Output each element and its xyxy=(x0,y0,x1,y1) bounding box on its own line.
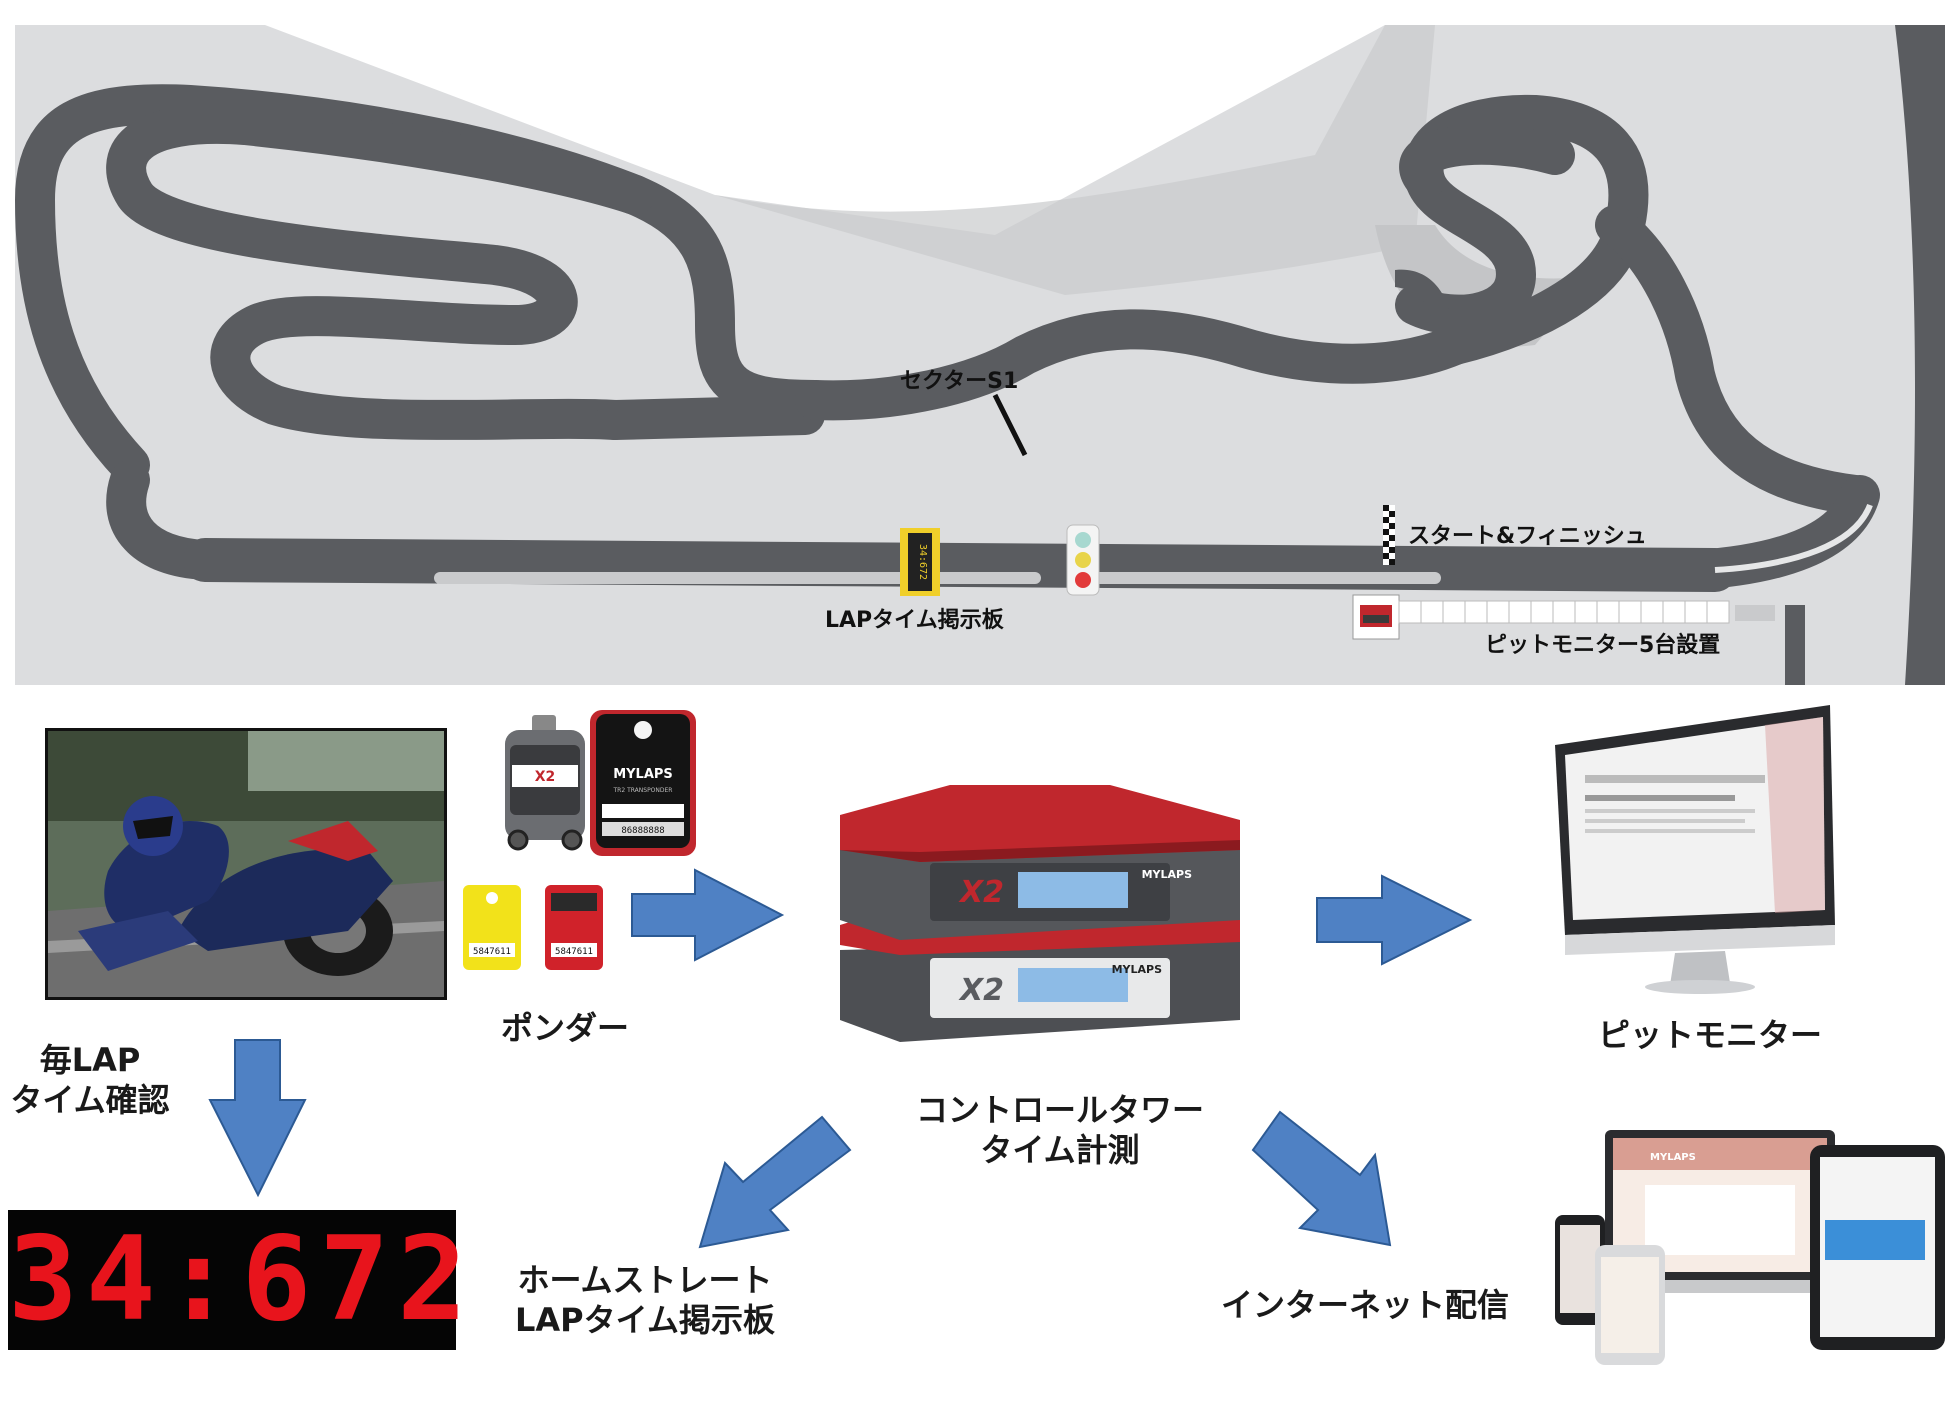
control-tower-line1: コントロールタワー xyxy=(915,1091,1204,1129)
control-tower-line2: タイム計測 xyxy=(980,1131,1140,1169)
sector-label: セクターS1 xyxy=(900,369,1019,394)
rider-image xyxy=(48,731,444,997)
arrow-down xyxy=(208,1039,307,1198)
control-tower-decoder: X2 MYLAPS X2 MYLAPS xyxy=(830,780,1250,1050)
pit-boxes xyxy=(1352,594,1775,640)
svg-text:X2: X2 xyxy=(958,973,1004,1008)
start-finish-label: スタート&フィニッシュ xyxy=(1408,524,1647,549)
svg-text:TR2 TRANSPONDER: TR2 TRANSPONDER xyxy=(613,787,673,794)
control-tower-label: コントロールタワー タイム計測 xyxy=(890,1090,1230,1170)
transponder-tr2: MYLAPS TR2 TRANSPONDER 86888888 xyxy=(588,708,698,858)
arrow-right-2 xyxy=(1316,874,1473,966)
traffic-light-icon xyxy=(1066,524,1100,596)
transponder-red: 5847611 xyxy=(545,885,603,970)
svg-text:MYLAPS: MYLAPS xyxy=(1112,963,1162,976)
track-map: 34:672 xyxy=(15,25,1945,685)
lap-time-digits: 34:672 xyxy=(8,1212,476,1347)
svg-text:5847611: 5847611 xyxy=(473,947,511,957)
svg-text:MYLAPS: MYLAPS xyxy=(1142,868,1192,881)
arrow-down-right xyxy=(1251,1110,1392,1247)
lap-board-map-icon: 34:672 xyxy=(900,528,940,596)
every-lap-line1: 毎LAP xyxy=(39,1041,141,1079)
sector-line xyxy=(992,393,1028,457)
svg-text:5847611: 5847611 xyxy=(555,947,593,957)
svg-text:34:672: 34:672 xyxy=(917,544,928,580)
internet-label: インターネット配信 xyxy=(1220,1286,1509,1324)
ponder-label: ポンダー xyxy=(500,1009,629,1047)
track-map-graphic: 34:672 xyxy=(15,25,1945,685)
arrow-down-left xyxy=(698,1115,852,1249)
every-lap-label: 毎LAP タイム確認 xyxy=(0,1040,180,1120)
pit-monitor-map-label: ピットモニター5台設置 xyxy=(1485,633,1721,658)
svg-text:MYLAPS: MYLAPS xyxy=(613,767,673,782)
svg-text:86888888: 86888888 xyxy=(621,826,664,836)
transponder-yellow: 5847611 xyxy=(463,885,521,970)
rider-photo xyxy=(45,728,447,1000)
pit-monitor-image xyxy=(1545,705,1845,995)
arrow-right-1 xyxy=(631,868,785,962)
home-straight-line2: LAPタイム掲示板 xyxy=(515,1301,775,1339)
pit-monitor-label: ピットモニター xyxy=(1597,1016,1822,1054)
checkered-line xyxy=(1383,505,1395,565)
home-straight-label: ホームストレート LAPタイム掲示板 xyxy=(480,1260,810,1340)
svg-text:X2: X2 xyxy=(958,875,1004,910)
home-straight-line1: ホームストレート xyxy=(517,1261,773,1299)
lap-board-map-label: LAPタイム掲示板 xyxy=(825,608,1004,633)
lap-time-display: 34:672 xyxy=(8,1210,476,1350)
every-lap-line2: タイム確認 xyxy=(10,1081,170,1119)
svg-text:MYLAPS: MYLAPS xyxy=(1650,1152,1696,1163)
transponder-x2: X2 xyxy=(500,715,590,855)
internet-devices-image: MYLAPS xyxy=(1555,1125,1950,1375)
svg-text:X2: X2 xyxy=(535,769,556,785)
